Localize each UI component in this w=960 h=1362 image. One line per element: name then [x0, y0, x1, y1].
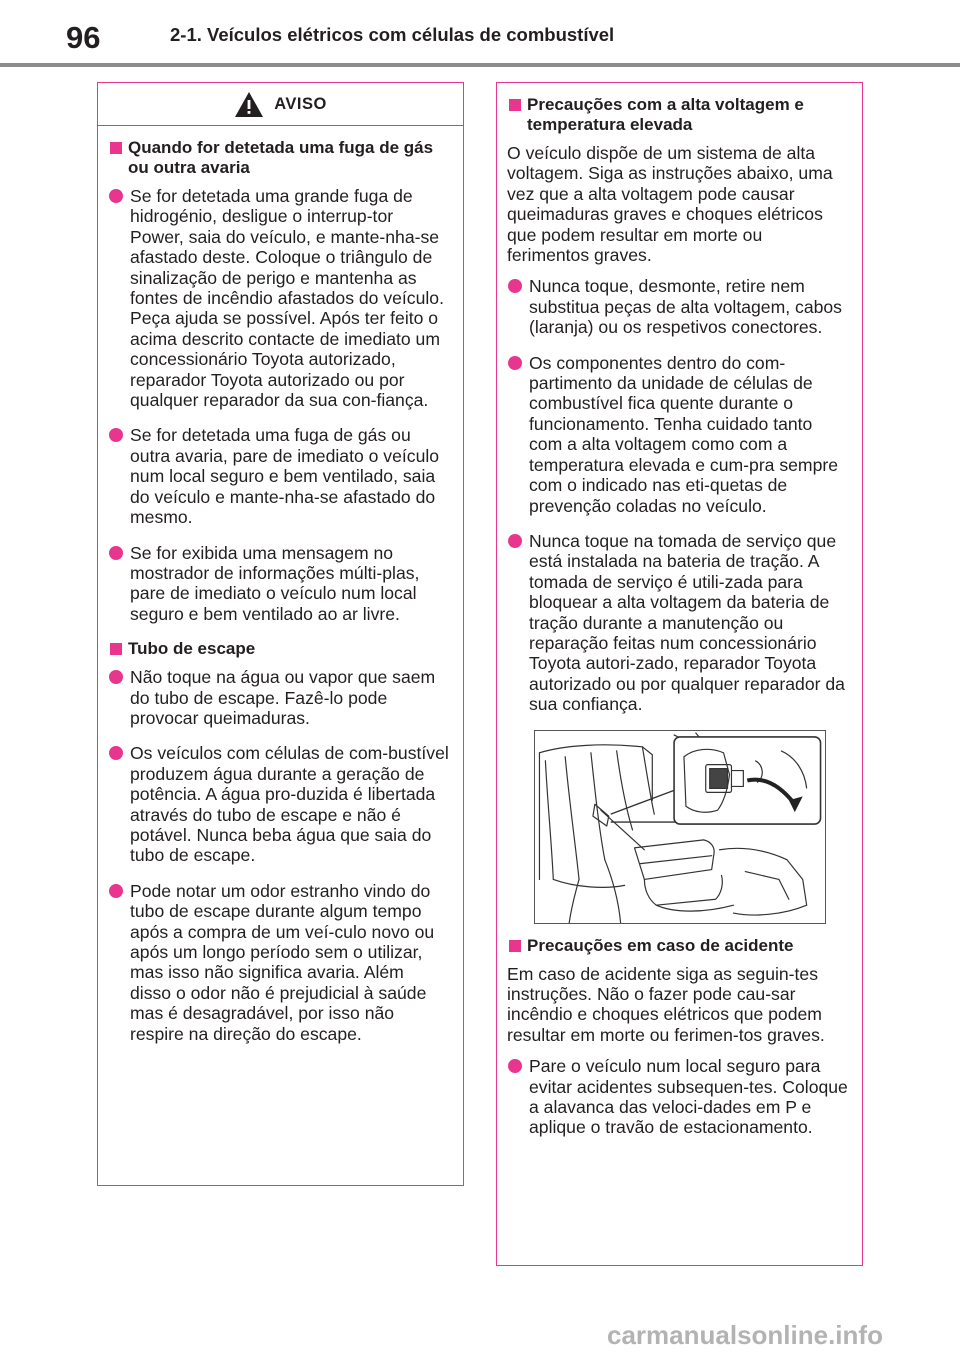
- bullet-text: Pare o veículo num local seguro para evi…: [529, 1056, 848, 1138]
- bullet-text: Não toque na água ou vapor que saem do t…: [130, 667, 436, 728]
- round-bullet-icon: [109, 545, 123, 560]
- bullet-text: Nunca toque na tomada de serviço que est…: [529, 530, 845, 715]
- bullet-item: Os componentes dentro do com-partimento …: [507, 353, 848, 516]
- round-bullet-icon: [508, 533, 522, 548]
- paragraph: Em caso de acidente siga as seguin-tes i…: [507, 963, 825, 1045]
- bullet-item: Nunca toque, desmonte, retire nem substi…: [507, 276, 848, 337]
- warning-box: AVISO Quando for detetada uma fuga de gá…: [97, 82, 464, 1186]
- bullet-item: Nunca toque na tomada de serviço que est…: [507, 531, 848, 715]
- round-bullet-icon: [109, 189, 123, 203]
- bullet-item: Se for detetada uma fuga de gás ou outra…: [108, 425, 449, 527]
- bullet-item: Não toque na água ou vapor que saem do t…: [108, 667, 449, 728]
- round-bullet-icon: [109, 670, 123, 685]
- bullet-text: Nunca toque, desmonte, retire nem substi…: [529, 276, 842, 338]
- square-bullet-icon: [509, 939, 521, 952]
- subheading-text: Precauções em caso de acidente: [527, 935, 794, 955]
- bullet-text: Se for detetada uma grande fuga de hidro…: [130, 186, 444, 411]
- subheading-text: Quando for detetada uma fuga de gás ou o…: [128, 138, 434, 177]
- bullet-item: Pare o veículo num local seguro para evi…: [507, 1056, 848, 1138]
- page-number: 96: [66, 20, 101, 55]
- round-bullet-icon: [508, 355, 522, 370]
- warning-label: AVISO: [274, 94, 327, 113]
- service-plug-illustration: [534, 729, 826, 924]
- page-header: 96 2-1. Veículos elétricos com células d…: [0, 0, 960, 70]
- bullet-item: Se for exibida uma mensagem no mostrador…: [108, 543, 449, 625]
- warning-header: AVISO: [98, 83, 463, 126]
- paragraph: O veículo dispõe de um sistema de alta v…: [507, 143, 833, 266]
- warning-triangle-icon: [235, 91, 264, 117]
- header-rule: [0, 63, 960, 67]
- bullet-text: Os componentes dentro do com-partimento …: [529, 352, 839, 516]
- square-bullet-icon: [110, 643, 122, 656]
- round-bullet-icon: [109, 746, 123, 761]
- subheading-text: Precauções com a alta voltagem e tempera…: [527, 95, 804, 134]
- subheading: Precauções em caso de acidente: [507, 936, 848, 956]
- bullet-item: Pode notar um odor estranho vindo do tub…: [108, 881, 449, 1044]
- section-title: 2-1. Veículos elétricos com células de c…: [170, 24, 615, 45]
- round-bullet-icon: [508, 279, 522, 294]
- square-bullet-icon: [509, 99, 521, 111]
- bullet-text: Os veículos com células de com-bustível …: [130, 743, 449, 866]
- bullet-text: Pode notar um odor estranho vindo do tub…: [130, 880, 435, 1044]
- precautions-box: Precauções com a alta voltagem e tempera…: [496, 82, 863, 1266]
- square-bullet-icon: [110, 142, 122, 154]
- round-bullet-icon: [109, 883, 123, 898]
- bullet-item: Os veículos com células de com-bustível …: [108, 743, 449, 865]
- subheading: Precauções com a alta voltagem e tempera…: [507, 95, 848, 135]
- subheading: Quando for detetada uma fuga de gás ou o…: [108, 138, 449, 178]
- watermark: carmanualsonline.info: [607, 1320, 883, 1350]
- subheading: Tubo de escape: [108, 639, 449, 659]
- subheading-text: Tubo de escape: [128, 639, 256, 659]
- bullet-text: Se for exibida uma mensagem no mostrador…: [130, 542, 420, 624]
- bullet-text: Se for detetada uma fuga de gás ou outra…: [130, 425, 440, 528]
- bullet-item: Se for detetada uma grande fuga de hidro…: [108, 186, 449, 410]
- round-bullet-icon: [508, 1059, 522, 1074]
- round-bullet-icon: [109, 428, 123, 443]
